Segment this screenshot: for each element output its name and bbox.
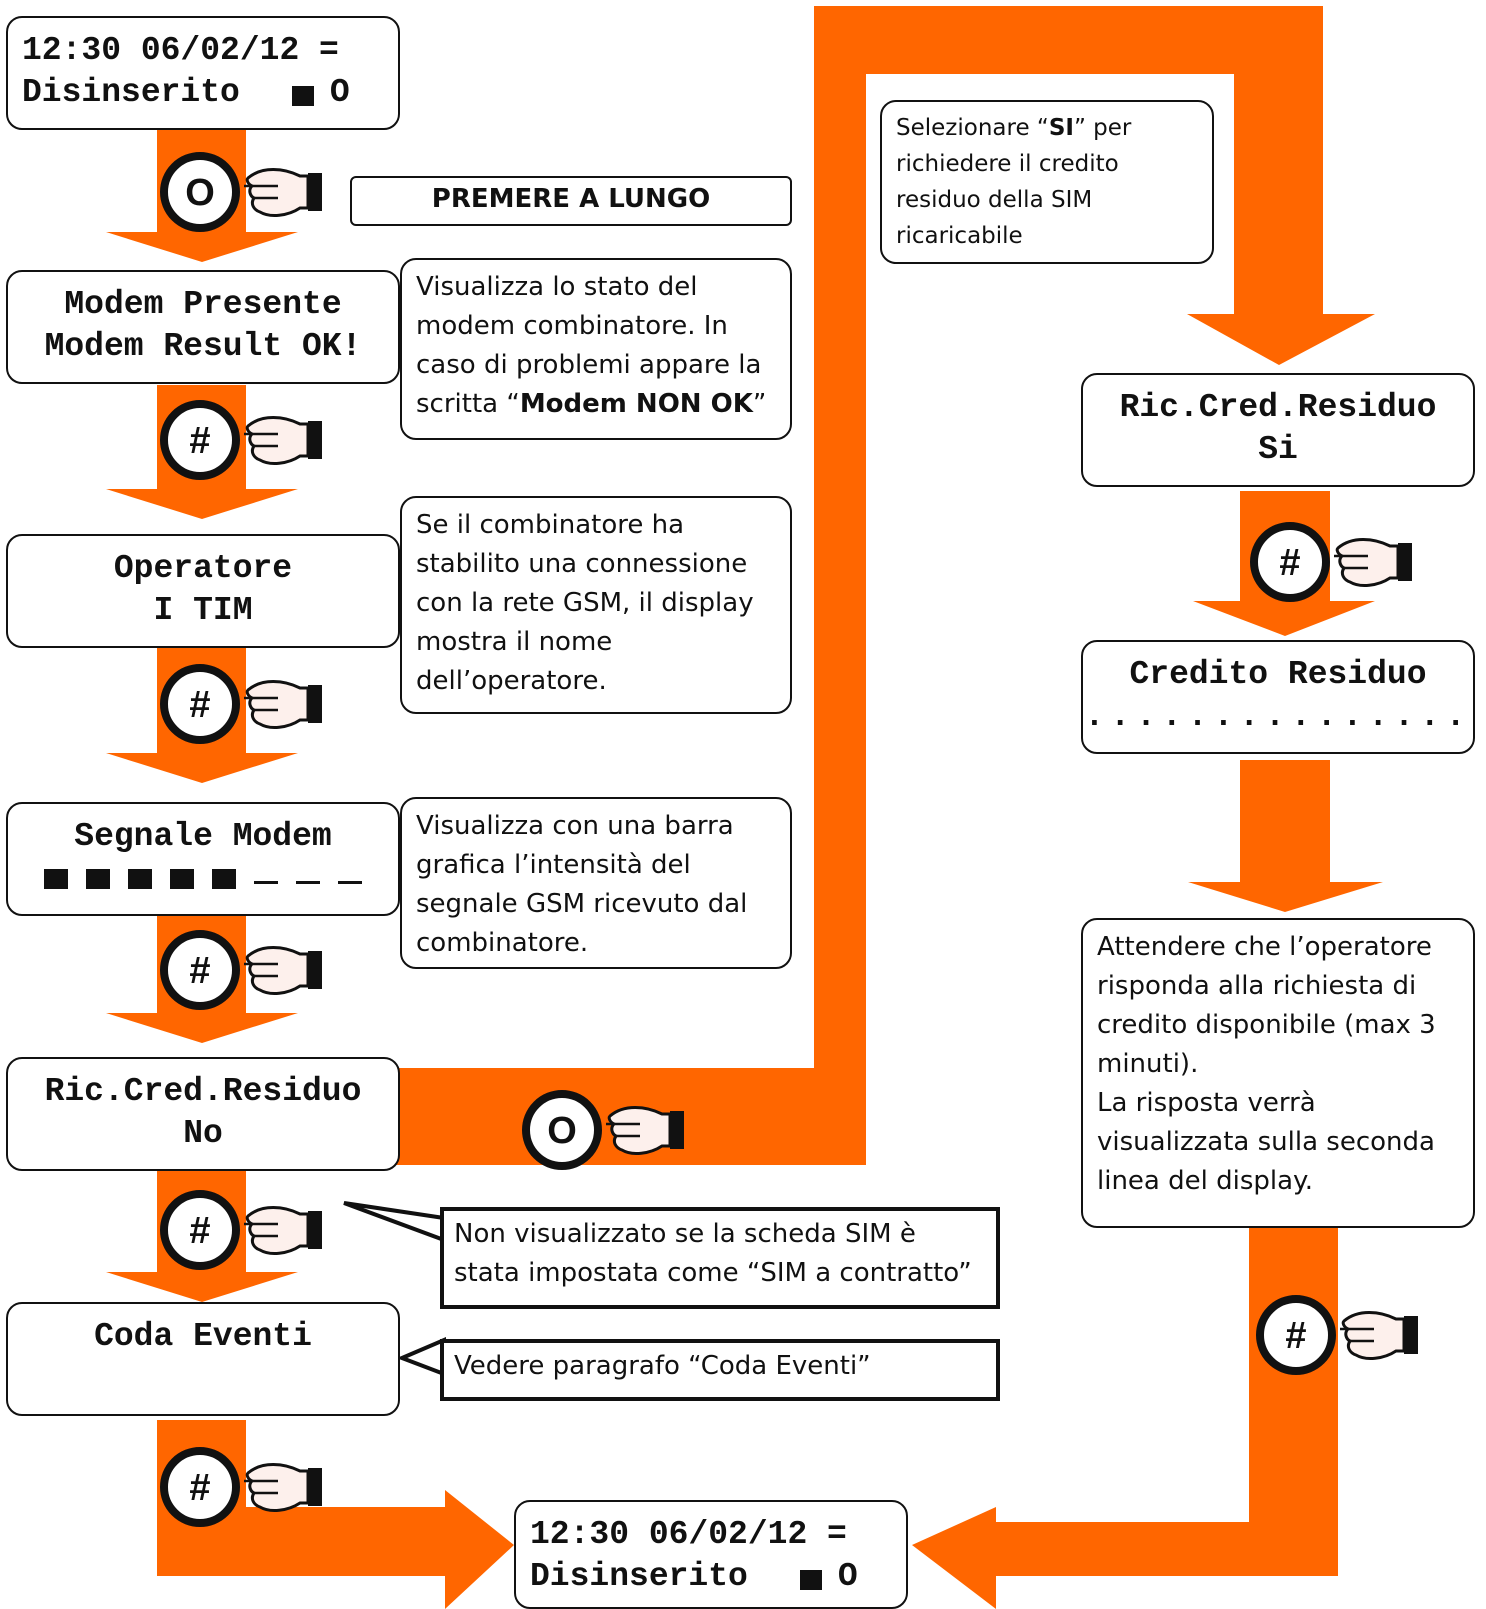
svg-text:#: #	[189, 420, 210, 462]
credito-display-line1: Credito Residuo	[1129, 656, 1427, 693]
signal-segment-filled	[128, 869, 152, 889]
contract-callout-pointer	[343, 1201, 446, 1243]
start-display-line2: Disinserito	[22, 74, 240, 111]
operator-note: Se il combinatore ha stabilito una conne…	[400, 496, 792, 714]
hash-key-3[interactable]: #	[160, 930, 330, 1014]
arrow-credito-to-wait	[1188, 760, 1383, 912]
end-display: 12:30 06/02/12 = Disinserito O	[514, 1500, 908, 1609]
pointing-hand-icon: O	[522, 1090, 686, 1170]
modem-display-line1: Modem Presente	[64, 286, 342, 323]
key-o-label: O	[185, 172, 215, 214]
sim-note-bold: SI	[1048, 115, 1074, 141]
pointing-hand-icon: #	[1256, 1295, 1420, 1375]
hash-key-2[interactable]: #	[160, 664, 330, 748]
pointing-hand-icon: #	[160, 1447, 324, 1527]
end-display-line1: 12:30 06/02/12 =	[530, 1516, 847, 1553]
signal-segment-empty	[254, 880, 278, 884]
svg-text:#: #	[189, 1467, 210, 1509]
arrow-coda-to-end	[157, 1420, 514, 1609]
coda-display-line1: Coda Eventi	[94, 1318, 312, 1355]
modem-note-end: ”	[752, 389, 767, 419]
svg-text:#: #	[189, 1210, 210, 1252]
hash-key-5[interactable]: #	[160, 1447, 330, 1531]
arrow-loop-to-ric-si	[395, 6, 1323, 1165]
cursor-block-icon	[291, 86, 314, 106]
o-key-loop[interactable]: O	[522, 1090, 692, 1174]
ric-no-display-line1: Ric.Cred.Residuo	[44, 1073, 362, 1110]
operator-display-line2: I TIM	[153, 592, 253, 629]
signal-segment-empty	[296, 880, 320, 884]
operator-display-line1: Operatore	[113, 550, 293, 587]
sim-note-post: ” per richiedere il credito residuo dell…	[896, 115, 1132, 249]
coda-display: Coda Eventi	[6, 1302, 400, 1416]
ric-no-display: Ric.Cred.Residuo No	[6, 1057, 400, 1171]
pointing-hand-icon: #	[1250, 522, 1414, 602]
sim-note: Selezionare “SI” per richiedere il credi…	[880, 100, 1214, 264]
cursor-block-icon	[799, 1570, 822, 1590]
long-press-label: PREMERE A LUNGO	[350, 176, 792, 226]
start-display-indicator: O	[329, 74, 350, 111]
end-display-line2: Disinserito	[530, 1558, 748, 1595]
modem-note: Visualizza lo stato del modem combinator…	[400, 258, 792, 440]
ric-si-display-line2: Si	[1258, 431, 1298, 468]
pointing-hand-icon: #	[160, 664, 324, 744]
signal-display: Segnale Modem	[6, 802, 400, 916]
o-key-long-press[interactable]: O	[160, 152, 330, 236]
hash-key-6[interactable]: #	[1250, 522, 1420, 606]
sim-note-pre: Selezionare “	[896, 115, 1049, 141]
credito-display-line2: ...............	[1084, 698, 1472, 735]
signal-segment-empty	[338, 880, 362, 884]
modem-note-text: Visualizza lo stato del modem combinator…	[416, 272, 762, 419]
signal-segment-filled	[170, 869, 194, 889]
signal-segment-filled	[44, 869, 68, 889]
ric-si-display: Ric.Cred.Residuo Si	[1081, 373, 1475, 487]
signal-note: Visualizza con una barra grafica l’inten…	[400, 797, 792, 969]
modem-note-bold: Modem NON OK	[519, 389, 753, 419]
operator-display: Operatore I TIM	[6, 534, 400, 648]
coda-callout-pointer	[396, 1336, 446, 1377]
signal-strength-bar	[8, 858, 398, 900]
signal-segment-filled	[212, 869, 236, 889]
arrow-wait-to-end	[912, 1228, 1338, 1609]
end-display-indicator: O	[837, 1558, 858, 1595]
svg-text:#: #	[1279, 542, 1300, 584]
pointing-hand-icon: O	[160, 152, 324, 232]
start-display-line1: 12:30 06/02/12 =	[22, 32, 339, 69]
hash-key-7[interactable]: #	[1256, 1295, 1426, 1379]
pointing-hand-icon: #	[160, 400, 324, 480]
wait-note: Attendere che l’operatore risponda alla …	[1081, 918, 1475, 1228]
svg-text:#: #	[1285, 1315, 1306, 1357]
coda-callout: Vedere paragrafo “Coda Eventi”	[440, 1339, 1000, 1401]
svg-text:#: #	[189, 684, 210, 726]
pointing-hand-icon: #	[160, 930, 324, 1010]
svg-text:O: O	[547, 1110, 577, 1152]
signal-display-line1: Segnale Modem	[74, 818, 332, 855]
svg-text:#: #	[189, 950, 210, 992]
contract-callout: Non visualizzato se la scheda SIM è stat…	[440, 1207, 1000, 1309]
hash-key-4[interactable]: #	[160, 1190, 330, 1274]
modem-display: Modem Presente Modem Result OK!	[6, 270, 400, 384]
ric-no-display-line2: No	[183, 1115, 223, 1152]
modem-display-line2: Modem Result OK!	[44, 328, 362, 365]
arrow-loop-down-to-ric-si	[1187, 74, 1375, 365]
ric-si-display-line1: Ric.Cred.Residuo	[1119, 389, 1437, 426]
signal-segment-filled	[86, 869, 110, 889]
pointing-hand-icon: #	[160, 1190, 324, 1270]
credito-display: Credito Residuo ...............	[1081, 640, 1475, 754]
start-display: 12:30 06/02/12 = Disinserito O	[6, 16, 400, 130]
hash-key-1[interactable]: #	[160, 400, 330, 484]
